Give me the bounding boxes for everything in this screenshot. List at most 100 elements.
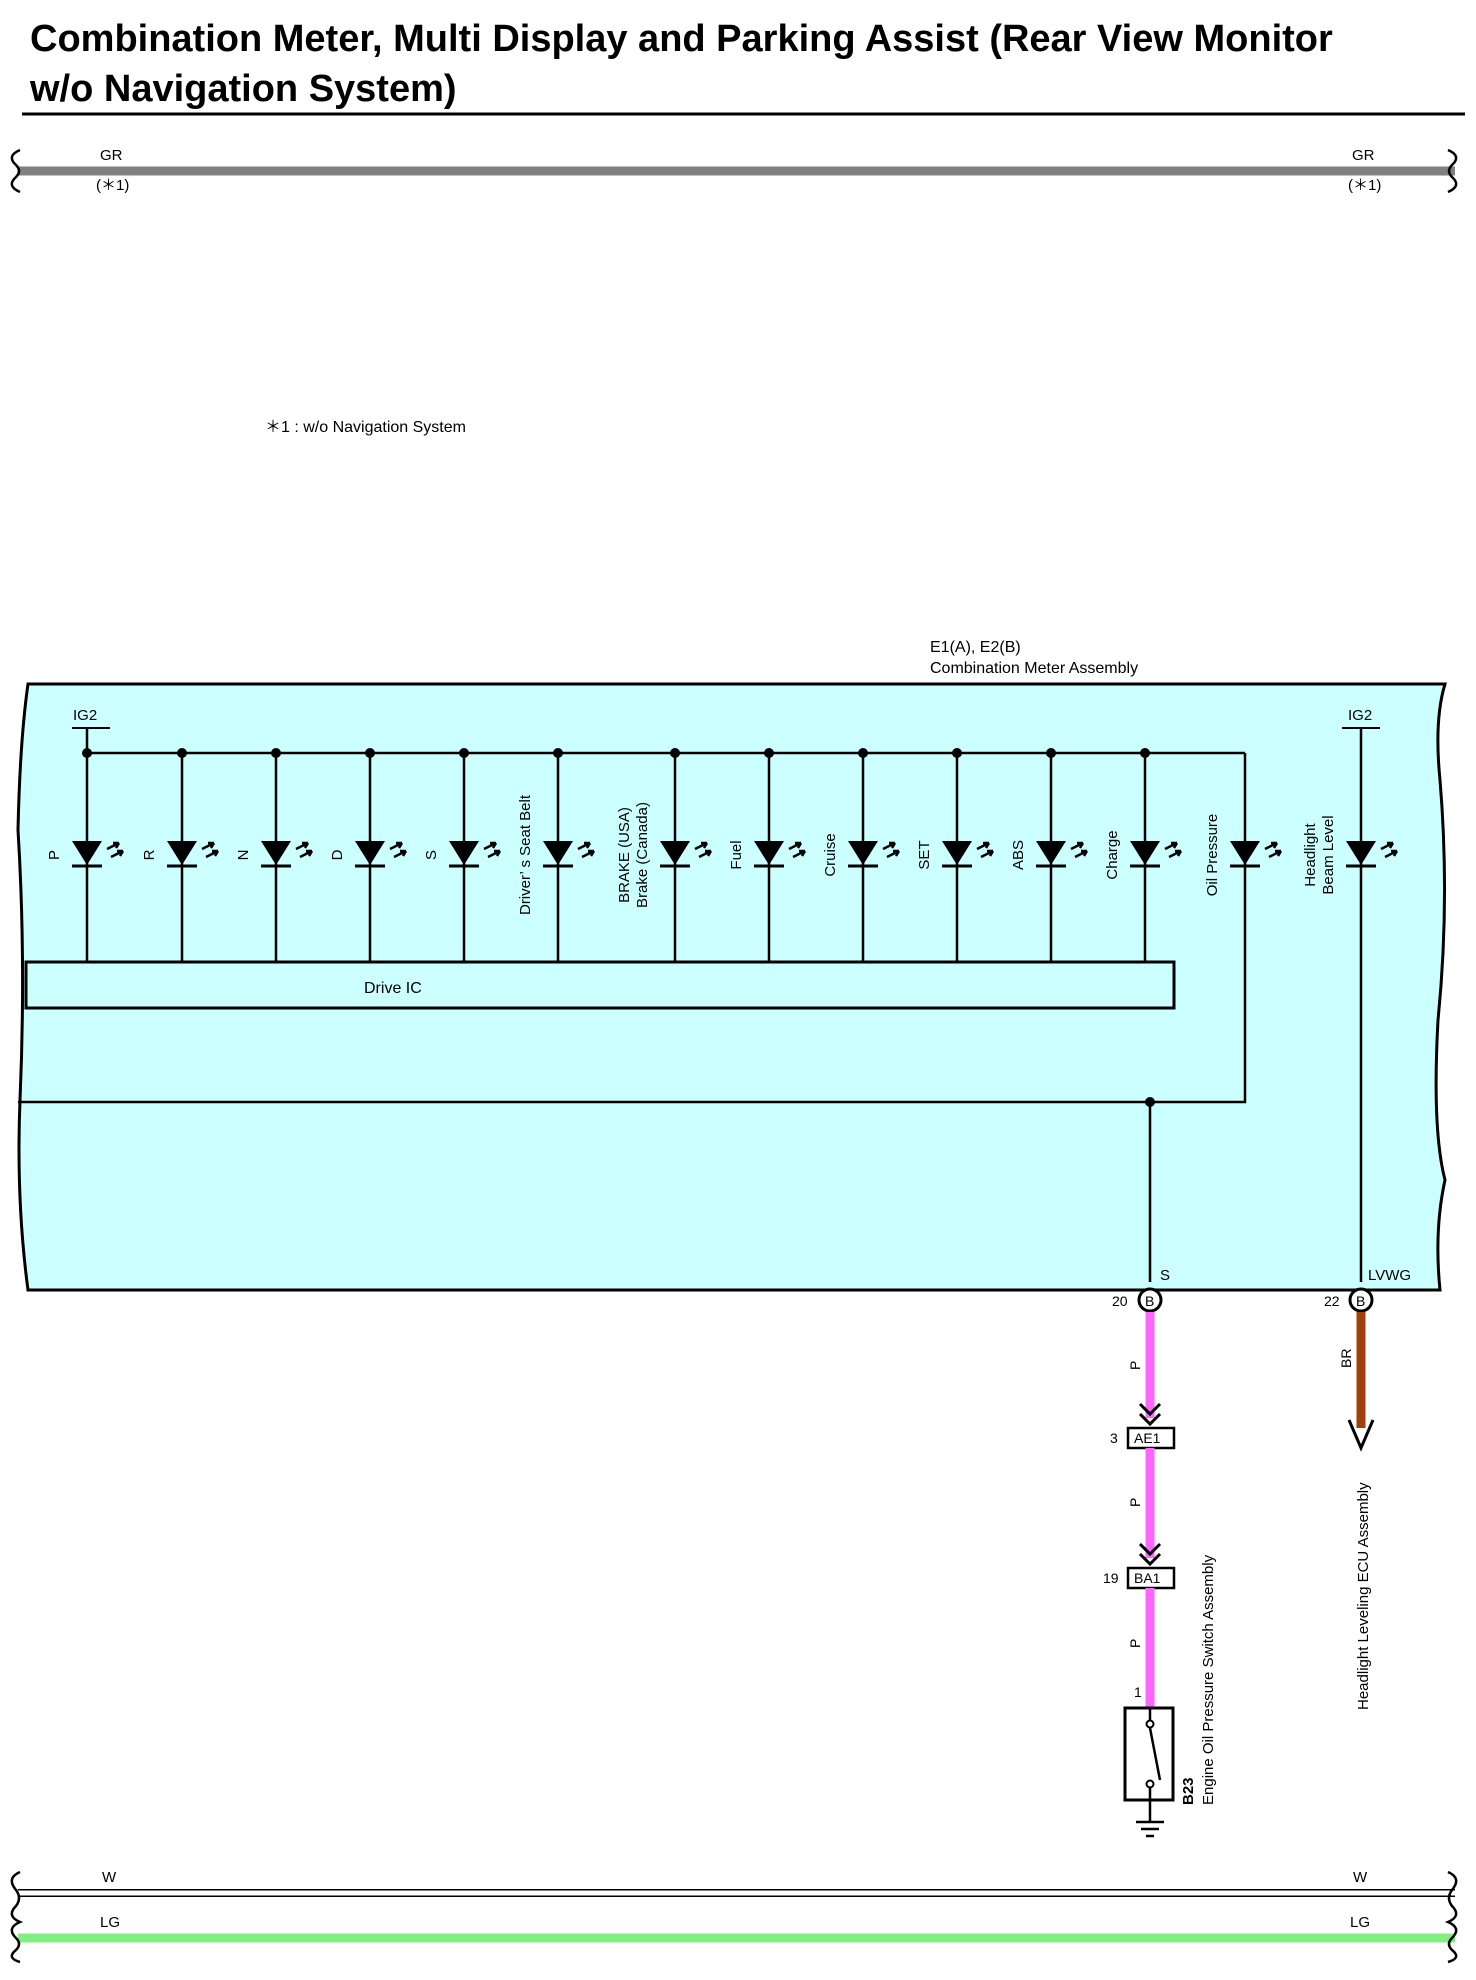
footnote: ＊1 : w/o Navigation System xyxy=(265,419,466,436)
connector-ae1: AE1 3 xyxy=(1110,1426,1176,1450)
led-label: Driver’ s Seat Belt xyxy=(517,794,534,915)
top-bus-sub-left: (＊1) xyxy=(96,177,129,194)
led-junction xyxy=(952,748,962,758)
light-arrow-icon xyxy=(980,849,995,859)
light-arrow-icon xyxy=(882,841,897,851)
light-arrow-icon xyxy=(976,841,991,851)
wire-p-label-2: P xyxy=(1127,1498,1143,1507)
light-arrow-icon xyxy=(788,841,803,851)
led-diode-icon xyxy=(1036,841,1066,865)
led-diode-icon xyxy=(660,841,690,865)
led-junction xyxy=(764,748,774,758)
led-indicator-11: ABS xyxy=(1010,748,1089,962)
wire-br-arrow xyxy=(1347,1419,1375,1452)
led-junction xyxy=(1046,748,1056,758)
oil-switch-pin: 1 xyxy=(1134,1684,1142,1700)
light-arrow-icon xyxy=(581,849,596,859)
light-arrow-icon xyxy=(299,849,314,859)
led-label: ABS xyxy=(1010,840,1027,870)
led-junction xyxy=(858,748,868,758)
wire-p-arrow-2 xyxy=(1138,1542,1162,1567)
led-junction xyxy=(459,748,469,758)
pin-22-number: 22 xyxy=(1324,1293,1340,1309)
connector-ba1-name: BA1 xyxy=(1134,1570,1161,1586)
led-label: N xyxy=(235,850,252,861)
light-arrow-icon xyxy=(1070,841,1085,851)
light-arrow-icon xyxy=(389,841,404,851)
pin-20-letter: B xyxy=(1145,1293,1154,1309)
connector-ae1-name: AE1 xyxy=(1134,1430,1161,1446)
led-diode-icon xyxy=(848,841,878,865)
oil-pressure-switch: 1 B23 Engine Oil Pressure Switch Assembl… xyxy=(1123,1554,1217,1838)
led-label: D xyxy=(329,849,346,860)
led-diode-icon xyxy=(942,841,972,865)
light-arrow-icon xyxy=(577,841,592,851)
led-diode-icon xyxy=(1130,841,1160,865)
bottom-bus-lg: LG LG xyxy=(18,1914,1455,1943)
led-indicator-5: S xyxy=(423,748,502,962)
led-diode-icon xyxy=(167,841,197,865)
led-label: Headlight xyxy=(1302,822,1319,886)
led-junction xyxy=(1140,748,1150,758)
ig2-left: IG2 xyxy=(72,707,110,729)
led-diode-icon xyxy=(1346,841,1376,865)
led-label: Charge xyxy=(1104,830,1121,879)
connector-ae1-pin: 3 xyxy=(1110,1430,1118,1446)
led-label: BRAKE (USA) xyxy=(616,807,633,903)
light-arrow-icon xyxy=(1168,849,1183,859)
led-junction xyxy=(271,748,281,758)
light-arrow-icon xyxy=(694,841,709,851)
led-indicator-3: N xyxy=(235,748,314,962)
bus-break-right xyxy=(1447,148,1458,194)
light-arrow-icon xyxy=(1074,849,1089,859)
bottom-bus-w: W W xyxy=(18,1869,1455,1897)
top-bus-label-right: GR xyxy=(1352,147,1375,164)
led-label: P xyxy=(46,850,63,860)
led-label: SET xyxy=(916,840,933,869)
bottom-bus-w-label-left: W xyxy=(102,1869,117,1886)
led-diode-icon xyxy=(355,841,385,865)
led-indicator-4: D xyxy=(329,748,408,962)
oil-switch-name: Engine Oil Pressure Switch Assembly xyxy=(1200,1554,1217,1805)
led-diode-icon xyxy=(754,841,784,865)
pin-22-connector: B 22 xyxy=(1324,1287,1374,1313)
ig2-right: IG2 xyxy=(1342,707,1380,1282)
led-indicator-10: SET xyxy=(916,748,995,962)
led-diode-icon xyxy=(261,841,291,865)
bottom-bus-break-right xyxy=(1444,1870,1458,1964)
bottom-bus-lg-label-left: LG xyxy=(100,1914,120,1931)
led-indicator-9: Cruise xyxy=(822,748,901,962)
led-diode-icon xyxy=(543,841,573,865)
light-arrow-icon xyxy=(110,849,125,859)
led-label: Cruise xyxy=(822,833,839,876)
light-arrow-icon xyxy=(698,849,713,859)
light-arrow-icon xyxy=(1264,841,1279,851)
connector-ba1: BA1 19 xyxy=(1103,1566,1176,1590)
led-indicator-7: BRAKE (USA)Brake (Canada) xyxy=(616,748,713,962)
light-arrow-icon xyxy=(1380,841,1395,851)
wire-br-label: BR xyxy=(1338,1349,1354,1368)
led-label: Brake (Canada) xyxy=(634,802,651,908)
led-junction xyxy=(553,748,563,758)
pin-20-number: 20 xyxy=(1112,1293,1128,1309)
light-arrow-icon xyxy=(393,849,408,859)
pin-22-letter: B xyxy=(1356,1293,1365,1309)
led-indicator-6: Driver’ s Seat Belt xyxy=(517,748,596,962)
led-label: Beam Level xyxy=(1320,815,1337,894)
light-arrow-icon xyxy=(295,841,310,851)
page-title: Combination Meter, Multi Display and Par… xyxy=(30,18,1333,110)
light-arrow-icon xyxy=(205,849,220,859)
bottom-bus-w-label-right: W xyxy=(1353,1869,1368,1886)
light-arrow-icon xyxy=(106,841,121,851)
drive-ic: Drive IC xyxy=(24,960,1176,1010)
led-diode-icon xyxy=(449,841,479,865)
led-label: Oil Pressure xyxy=(1204,814,1221,897)
led-indicator-8: Fuel xyxy=(728,748,807,962)
light-arrow-icon xyxy=(201,841,216,851)
led-junction xyxy=(365,748,375,758)
wire-p-label-1: P xyxy=(1127,1361,1143,1370)
led-label: S xyxy=(423,850,440,860)
terminal-lvwg-label: LVWG xyxy=(1368,1267,1411,1284)
